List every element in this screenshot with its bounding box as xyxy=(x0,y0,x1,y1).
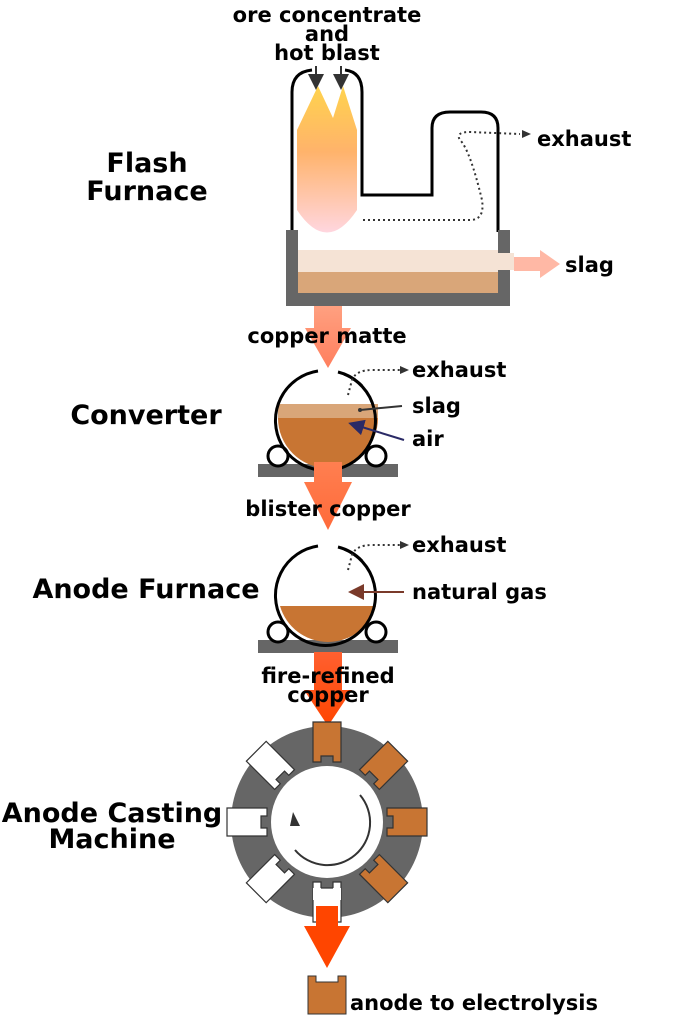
casting-title-line-2: Machine xyxy=(48,824,175,855)
converter-mouth-lip xyxy=(337,370,364,388)
anode-molds xyxy=(226,721,428,923)
slag-label: slag xyxy=(565,253,614,277)
converter-slag-label: slag xyxy=(412,394,461,418)
anode-furnace-roller-left xyxy=(266,620,290,644)
anode-mold-empty xyxy=(245,853,296,904)
rotation-arc xyxy=(294,794,372,867)
anode-output-flow xyxy=(304,906,350,968)
air-label: air xyxy=(412,427,444,451)
discharge-slot xyxy=(313,888,341,900)
anode-furnace-roller-right xyxy=(364,620,388,644)
anode-exhaust-label: exhaust xyxy=(412,533,506,557)
exhaust-path xyxy=(363,130,521,221)
stage-title-line-2: Furnace xyxy=(86,176,207,207)
anode-exhaust-arrowhead xyxy=(400,541,409,549)
anode-icon xyxy=(307,975,347,1015)
matte-flow xyxy=(305,306,351,368)
anode-mold-filled xyxy=(312,721,342,763)
anode-mold-filled xyxy=(358,853,409,904)
exhaust-label: exhaust xyxy=(537,127,631,151)
flash-furnace: ore concentrate and hot blast exhaust sl… xyxy=(86,3,631,368)
blister-flow xyxy=(304,462,352,530)
refined-label-line-1: fire-refined xyxy=(261,664,394,688)
anode-furnace-copper xyxy=(280,606,376,642)
anode-mold-empty xyxy=(245,740,296,791)
refined-label-line-2: copper xyxy=(287,683,369,707)
shaft-outline xyxy=(290,68,500,232)
casting-title-line-1: Anode Casting xyxy=(2,798,223,829)
converter-exhaust-arrowhead xyxy=(400,366,409,374)
air-arrow xyxy=(348,419,405,441)
natural-gas-label: natural gas xyxy=(412,580,547,604)
settler-left-wall xyxy=(286,230,298,306)
stage-title-line-1: Flash xyxy=(106,148,187,179)
slag-arrow xyxy=(514,250,560,278)
converter-slag xyxy=(278,404,378,418)
converter: Converter exhaust slag air blister coppe… xyxy=(70,358,506,530)
converter-exhaust-path xyxy=(347,369,400,396)
anode-furnace-title: Anode Furnace xyxy=(32,574,259,605)
matte-layer xyxy=(298,272,498,293)
exhaust-arrowhead xyxy=(522,130,531,138)
anode-output-label: anode to electrolysis xyxy=(350,991,598,1015)
settler-floor xyxy=(286,293,510,306)
anode-furnace: Anode Furnace exhaust natural gas fire-r… xyxy=(32,533,547,726)
matte-label: copper matte xyxy=(247,324,406,348)
input-label-line-3: hot blast xyxy=(274,41,380,65)
casting-machine: Anode Casting Machine anode to electroly… xyxy=(2,721,598,1015)
converter-exhaust-label: exhaust xyxy=(412,358,506,382)
input-label-line-2: and xyxy=(305,22,349,46)
converter-slag-pointer xyxy=(359,405,403,411)
converter-roller-right xyxy=(364,444,388,468)
converter-roller-left xyxy=(266,444,290,468)
converter-title: Converter xyxy=(70,400,222,431)
converter-slag-dot xyxy=(358,408,362,412)
rotation-arrowhead xyxy=(290,812,300,826)
blister-label: blister copper xyxy=(245,497,411,521)
anode-mold-filled xyxy=(386,807,428,837)
slag-layer xyxy=(298,250,498,272)
casting-wheel-hub xyxy=(271,766,383,878)
slag-outlet xyxy=(498,253,514,270)
anode-exhaust-path xyxy=(347,544,400,571)
anode-mold-filled xyxy=(358,740,409,791)
input-label-line-1: ore concentrate xyxy=(233,3,422,27)
anode-mold-empty xyxy=(226,807,268,837)
refined-flow xyxy=(304,652,352,726)
anode-furnace-shell xyxy=(273,544,377,647)
flame xyxy=(297,86,357,233)
converter-copper xyxy=(278,418,378,468)
anode-furnace-lip xyxy=(337,545,364,563)
